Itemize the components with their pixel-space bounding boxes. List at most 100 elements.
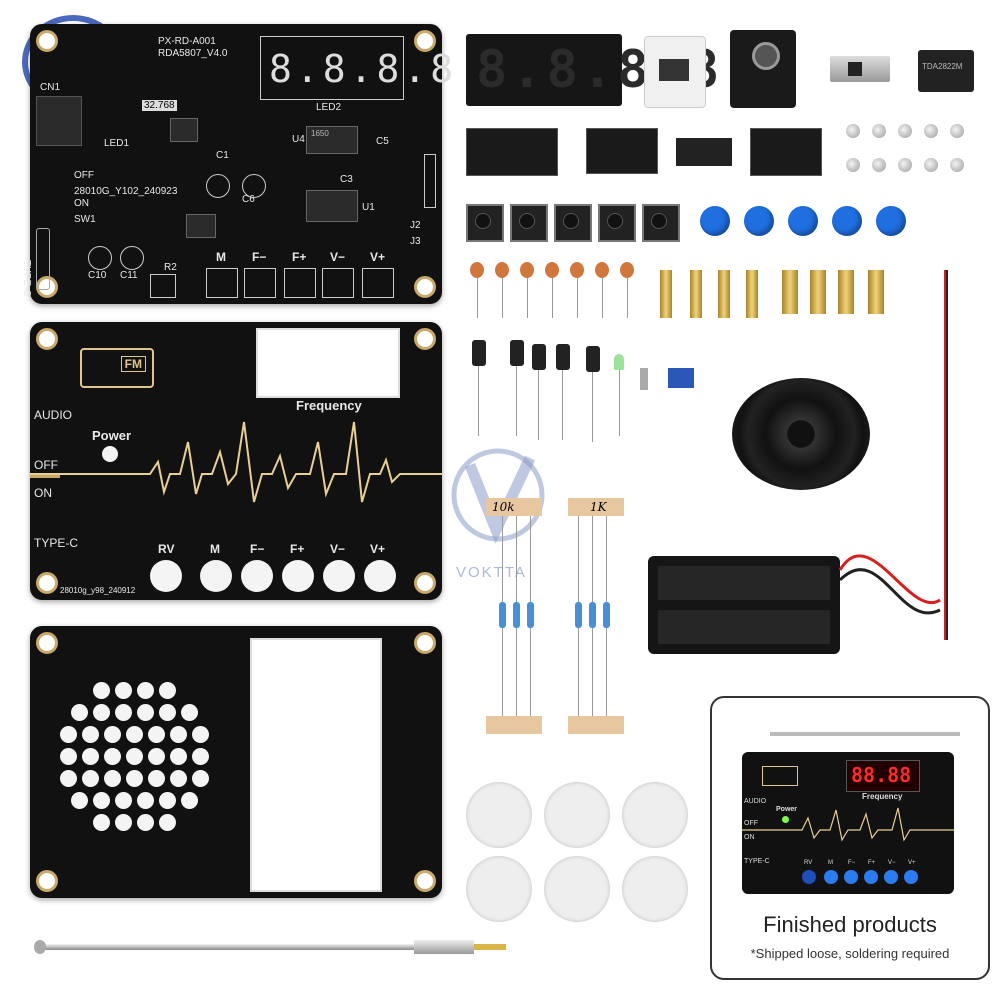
finished-display: 88.88 bbox=[846, 760, 920, 792]
mount-hole bbox=[414, 276, 436, 298]
button-cap bbox=[832, 206, 862, 236]
foam-pad bbox=[466, 856, 532, 922]
screw-icon bbox=[924, 124, 938, 138]
panel-frequency-label: Frequency bbox=[296, 398, 362, 413]
button-cap bbox=[788, 206, 818, 236]
ic-in-bag bbox=[659, 59, 689, 81]
finished-button-cap bbox=[904, 870, 918, 884]
tact-switch-part bbox=[466, 204, 504, 242]
audio-jack-socket bbox=[36, 96, 82, 146]
label-c6: C6 bbox=[242, 194, 255, 205]
brass-standoff bbox=[690, 270, 702, 318]
speaker-grille-hole bbox=[159, 814, 176, 831]
ic-socket bbox=[750, 128, 822, 176]
cap-lead bbox=[538, 370, 539, 440]
speaker-grille-hole bbox=[93, 814, 110, 831]
label-off: OFF bbox=[74, 170, 94, 181]
resistor-body bbox=[603, 602, 610, 628]
ic-chip bbox=[170, 118, 198, 142]
ic-socket bbox=[466, 128, 558, 176]
panel-button-label-v-minus: V− bbox=[330, 542, 346, 556]
capacitor-footprint bbox=[120, 246, 144, 270]
foam-pad bbox=[544, 782, 610, 848]
audio-jack-part bbox=[730, 30, 796, 108]
finished-button-cap bbox=[844, 870, 858, 884]
screw-icon bbox=[846, 158, 860, 172]
radio-icon: FM bbox=[80, 348, 154, 388]
red-black-wire bbox=[944, 270, 948, 640]
antenna-tube bbox=[36, 944, 416, 950]
button-cap bbox=[744, 206, 774, 236]
speaker-grille-hole bbox=[148, 770, 165, 787]
power-led-hole bbox=[102, 446, 118, 462]
fm-icon-label: FM bbox=[120, 356, 146, 372]
speaker-grille-hole bbox=[137, 814, 154, 831]
panel-power-label: Power bbox=[92, 428, 132, 443]
speaker-grille-hole bbox=[170, 770, 187, 787]
capacitor-lead bbox=[552, 278, 553, 318]
resistor-body bbox=[527, 602, 534, 628]
finished-v-plus-label: V+ bbox=[908, 860, 916, 866]
button-footprint-m bbox=[206, 268, 238, 298]
mount-hole bbox=[36, 30, 58, 52]
panel-hole-rv bbox=[150, 560, 182, 592]
brand-logo-center: VOKTTA bbox=[448, 440, 548, 590]
battery-slot bbox=[658, 610, 830, 644]
speaker-grille-hole bbox=[93, 682, 110, 699]
speaker-grille-hole bbox=[126, 726, 143, 743]
potentiometer-footprint bbox=[150, 274, 176, 298]
ceramic-capacitor bbox=[495, 262, 509, 278]
screw-icon bbox=[924, 158, 938, 172]
panel-type-c-label: TYPE-C bbox=[34, 536, 79, 550]
board-version: 28010G_Y102_240923 bbox=[74, 186, 178, 197]
resistor-tag-1k: 1K bbox=[590, 500, 607, 514]
ceramic-capacitors bbox=[470, 262, 650, 322]
button-label-m: M bbox=[216, 250, 226, 264]
led-display-footprint: 8.8.8.8 bbox=[260, 36, 453, 100]
antenna-tip bbox=[34, 940, 46, 954]
speaker-grille-hole bbox=[60, 770, 77, 787]
finished-knob-rv bbox=[802, 870, 816, 884]
speaker-grille-hole bbox=[159, 704, 176, 721]
resistor-body bbox=[513, 602, 520, 628]
power-switch-slot bbox=[30, 474, 60, 478]
button-label-v-plus: V+ bbox=[370, 250, 386, 264]
ic-chip bbox=[186, 214, 216, 238]
heartbeat-waveform bbox=[30, 421, 442, 503]
resistor-set bbox=[486, 516, 626, 716]
speaker-grille-hole bbox=[170, 726, 187, 743]
pin-header bbox=[424, 154, 436, 208]
speaker-grille-hole bbox=[137, 704, 154, 721]
finished-button-cap bbox=[884, 870, 898, 884]
panel-hole-m bbox=[200, 560, 232, 592]
finished-type-c-label: TYPE-C bbox=[744, 858, 770, 865]
speaker-grille-hole bbox=[71, 792, 88, 809]
capacitor-footprint bbox=[88, 246, 112, 270]
label-on: ON bbox=[74, 198, 89, 209]
capacitor-lead bbox=[577, 278, 578, 318]
ceramic-capacitor bbox=[470, 262, 484, 278]
ic-chip-part bbox=[676, 138, 732, 166]
finished-title: Finished products bbox=[763, 912, 937, 937]
electrolytic-capacitor bbox=[472, 340, 486, 366]
finished-button-cap bbox=[864, 870, 878, 884]
label-u1: U1 bbox=[362, 202, 375, 213]
front-panel-board: FM AUDIO Frequency Power OFF ON TYPE-C R… bbox=[30, 322, 442, 600]
speaker-grille-hole bbox=[104, 770, 121, 787]
finished-power-led bbox=[782, 816, 789, 823]
button-label-v-minus: V− bbox=[330, 250, 346, 264]
tact-switch-part bbox=[598, 204, 636, 242]
mount-hole bbox=[414, 572, 436, 594]
speaker-grille-hole bbox=[159, 682, 176, 699]
seven-segment-display-icon: 8.8.8.8 bbox=[466, 34, 719, 106]
speaker-grille-hole bbox=[126, 770, 143, 787]
speaker-grille-hole bbox=[115, 682, 132, 699]
resistor-body bbox=[575, 602, 582, 628]
mount-hole bbox=[414, 30, 436, 52]
capacitor-lead bbox=[502, 278, 503, 318]
ic-tda2822m-label: TDA2822M bbox=[922, 62, 963, 71]
resistor-tag-10k: 10k bbox=[492, 500, 515, 514]
panel-button-label-v-plus: V+ bbox=[370, 542, 386, 556]
screw-set bbox=[846, 124, 976, 184]
green-led bbox=[614, 354, 624, 370]
